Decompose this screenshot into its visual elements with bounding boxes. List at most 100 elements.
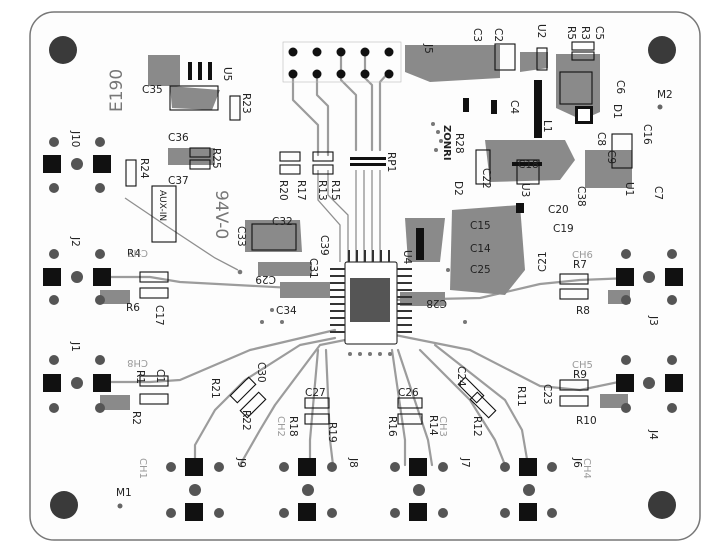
label-c39: C39 — [318, 235, 330, 256]
label-c28: C28 — [426, 297, 447, 309]
label-u5: U5 — [221, 67, 233, 81]
label-d1: D1 — [611, 104, 623, 119]
fiducial-m2 — [657, 104, 663, 110]
label-ch2: CH2 — [275, 416, 286, 437]
label-r3: R3 — [579, 26, 591, 40]
label-u4: U4 — [401, 250, 413, 265]
label-c36: C36 — [168, 132, 189, 144]
label-j8: J8 — [347, 457, 359, 468]
label-c32: C32 — [272, 216, 293, 228]
j5-header — [282, 41, 402, 83]
label-r24: R24 — [138, 158, 150, 179]
label-r10: R10 — [576, 415, 597, 427]
label-r23: R23 — [240, 93, 252, 114]
label-c3: C3 — [471, 28, 483, 42]
label-r15: R15 — [329, 180, 341, 201]
passive-components — [125, 41, 633, 425]
label-r2: R2 — [130, 411, 142, 425]
label-c15: C15 — [470, 220, 491, 232]
label-r8: R8 — [576, 305, 590, 317]
label-r14: R14 — [427, 415, 439, 436]
connector-j8 — [279, 458, 337, 521]
label-c25: C25 — [470, 264, 491, 276]
label-rp1: RP1 — [385, 152, 397, 172]
copper-pours — [100, 45, 632, 410]
label-c4: C4 — [508, 100, 520, 114]
mounting-hole-tr — [648, 36, 676, 64]
label-c14: C14 — [470, 243, 491, 255]
label-r18: R18 — [287, 416, 299, 437]
label-j9: J9 — [235, 457, 247, 468]
label-u3: U3 — [519, 183, 531, 197]
label-j10: J10 — [69, 130, 81, 147]
label-l1: L1 — [541, 120, 553, 133]
label-c16: C16 — [641, 124, 653, 145]
label-r9: R9 — [573, 369, 587, 381]
label-c26: C26 — [398, 387, 419, 399]
label-r12: R12 — [471, 416, 483, 437]
label-m2: M2 — [657, 89, 673, 101]
label-ch8: CH8 — [127, 357, 148, 368]
label-r13: R13 — [316, 180, 328, 201]
label-ch3: CH3 — [437, 416, 448, 437]
connector-j7 — [390, 458, 448, 521]
main-ic — [237, 250, 467, 356]
label-ch1: CH1 — [137, 458, 148, 479]
label-c2: C2 — [492, 28, 504, 42]
label-c27: C27 — [305, 387, 326, 399]
label-ch7: CH7 — [127, 247, 148, 258]
label-aux-in: AUX-IN — [157, 190, 167, 221]
label-r17: R17 — [295, 180, 307, 201]
label-c23: C23 — [541, 384, 553, 405]
label-d2: D2 — [452, 181, 464, 196]
connector-j3 — [616, 249, 683, 305]
label-r1: R1 — [134, 370, 146, 384]
label-j1: J1 — [69, 341, 81, 352]
labels: J10 J2 J1 J3 J4 J5 J9 J8 J7 J6 M1 M2 U1 … — [69, 24, 673, 499]
label-c22: C22 — [480, 168, 492, 189]
connector-j1 — [43, 355, 111, 413]
mounting-hole-bl — [50, 491, 78, 519]
label-c31: C31 — [307, 258, 319, 279]
label-r4: R4 — [127, 248, 141, 260]
connector-j10 — [43, 137, 111, 193]
rp1-resistor-pack — [350, 157, 386, 166]
label-c37: C37 — [168, 175, 189, 187]
label-c18: C18 — [518, 159, 539, 171]
label-r7: R7 — [573, 259, 587, 271]
label-r11: R11 — [515, 386, 527, 407]
fiducial-m1 — [117, 503, 123, 509]
connector-j9 — [166, 458, 224, 521]
connector-j2 — [43, 249, 111, 305]
label-u2: U2 — [535, 24, 547, 38]
label-r28: R28 — [453, 133, 465, 154]
label-c29: C29 — [255, 273, 276, 285]
zonri-logo-mark — [431, 122, 443, 152]
label-j6: J6 — [571, 457, 583, 468]
connector-j6 — [500, 458, 557, 521]
label-c1: C1 — [154, 369, 166, 383]
label-j7: J7 — [459, 457, 471, 468]
label-r21: R21 — [209, 378, 221, 399]
label-c5: C5 — [593, 26, 605, 40]
label-94v0: 94V-0 — [211, 190, 231, 239]
label-c38: C38 — [575, 186, 587, 207]
label-m1: M1 — [116, 487, 132, 499]
label-c33: C33 — [235, 226, 247, 247]
label-e190: E190 — [107, 69, 127, 112]
label-c8: C8 — [595, 132, 607, 146]
label-j4: J4 — [647, 429, 659, 440]
label-j3: J3 — [647, 315, 659, 326]
label-u1: U1 — [623, 182, 635, 196]
label-r22: R22 — [240, 410, 252, 431]
label-ch5: CH5 — [572, 360, 593, 371]
label-r25: R25 — [210, 148, 222, 169]
label-c35: C35 — [142, 84, 163, 96]
label-r5: R5 — [565, 26, 577, 40]
mounting-hole-br — [648, 491, 676, 519]
label-j5: J5 — [422, 43, 434, 54]
label-c6: C6 — [614, 80, 626, 94]
mounting-hole-tl — [49, 36, 77, 64]
label-r20: R20 — [277, 180, 289, 201]
